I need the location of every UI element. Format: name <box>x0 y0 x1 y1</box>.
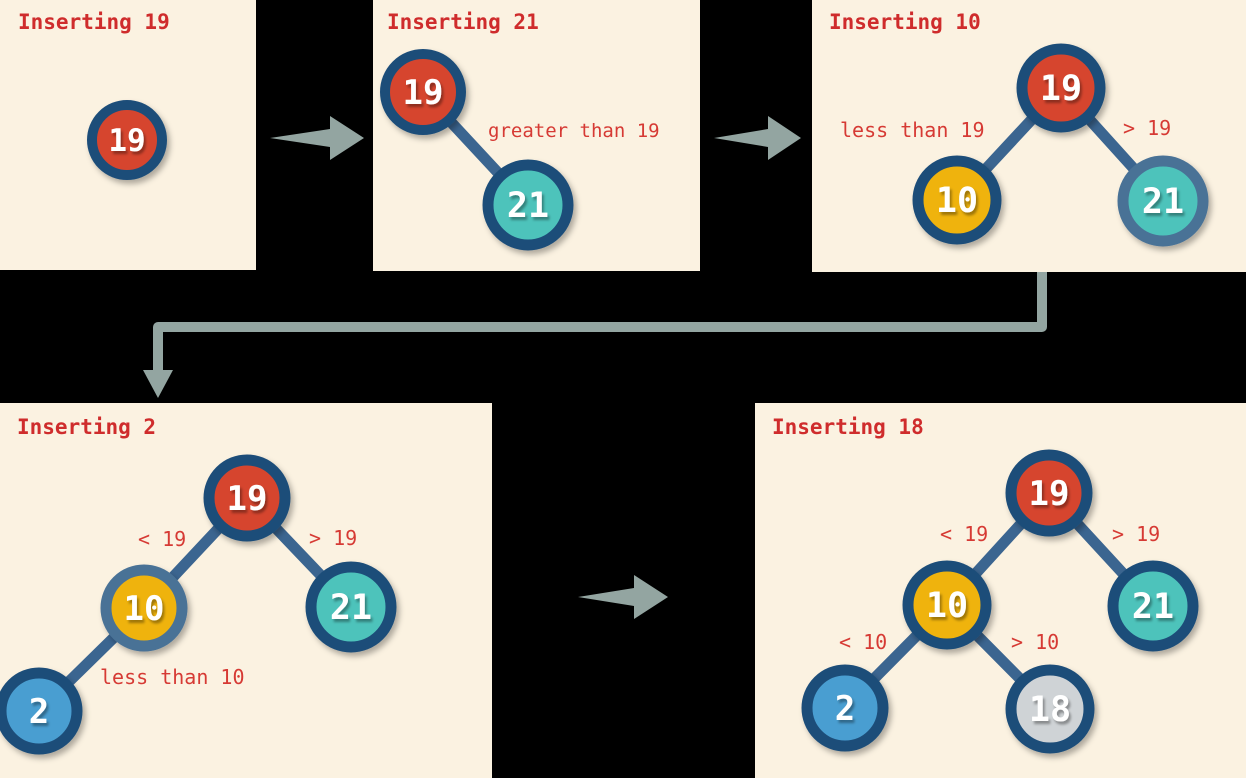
node-10 <box>902 560 992 650</box>
flow-arrow-right-icon <box>714 116 801 160</box>
flow-arrow-right-icon <box>270 116 364 160</box>
tree-graphic-2: 19 10 21 2 < 19 > 19 less than 10 <box>0 454 397 755</box>
node-21 <box>1117 155 1209 247</box>
node-19 <box>87 100 167 180</box>
edge-label-lt-10: < 10 <box>839 630 887 654</box>
panel-title: Inserting 21 <box>387 10 539 34</box>
panel-title: Inserting 2 <box>17 415 157 439</box>
edge-label-gt-19: > 19 <box>1112 522 1160 546</box>
node-label: 21 <box>507 186 549 226</box>
node-18 <box>1005 664 1095 754</box>
panel-title: Inserting 10 <box>829 10 981 34</box>
node-label: 21 <box>1142 182 1184 222</box>
node-19 <box>380 49 466 135</box>
panel-insert-19: Inserting 19 19 <box>0 0 256 270</box>
node-label: 21 <box>330 588 372 628</box>
node-19 <box>1016 43 1106 133</box>
node-label: 19 <box>1029 474 1070 514</box>
node-19 <box>203 454 291 542</box>
node-label: 19 <box>403 73 444 113</box>
node-label: 2 <box>835 689 855 729</box>
node-label: 19 <box>1040 69 1082 109</box>
node-label: 18 <box>1029 690 1071 730</box>
node-2 <box>801 664 889 752</box>
edge-label-gt-19: > 19 <box>309 526 357 550</box>
edge-label-less-than-19: less than 19 <box>840 118 985 142</box>
edge-label-lt-19: < 19 <box>940 522 988 546</box>
flow-connector-elbow-icon <box>143 272 1047 398</box>
edge-label-lt-19: < 19 <box>138 527 186 551</box>
node-2 <box>0 667 83 755</box>
panel-insert-21: Inserting 21 19 21 greater than 19 <box>373 0 700 271</box>
tree-graphic-18: 19 10 21 2 18 < 19 > 19 < 10 > 10 <box>801 449 1199 754</box>
node-21 <box>1107 560 1199 652</box>
node-21 <box>305 561 397 653</box>
tree-graphic-21: 19 21 greater than 19 <box>380 49 660 251</box>
node-label: 19 <box>227 479 268 519</box>
panel-insert-2: Inserting 2 19 10 <box>0 403 492 778</box>
flow-arrow-right-icon <box>578 575 668 619</box>
node-label: 2 <box>29 692 49 732</box>
node-label: 10 <box>926 586 968 626</box>
node-10 <box>912 155 1002 245</box>
edge-label-greater-than-19: greater than 19 <box>488 120 660 142</box>
panel-title: Inserting 18 <box>772 415 924 439</box>
node-21 <box>482 159 574 251</box>
tree-graphic-19: 19 <box>87 100 167 180</box>
node-label: 19 <box>108 123 145 159</box>
node-label: 10 <box>936 181 978 221</box>
node-label: 21 <box>1132 587 1174 627</box>
edge-label-gt-10: > 10 <box>1011 630 1059 654</box>
tree-graphic-10: 19 10 21 less than 19 > 19 <box>840 43 1209 247</box>
node-label: 10 <box>124 589 165 629</box>
edge-label-greater-19: > 19 <box>1123 116 1171 140</box>
node-10 <box>100 564 188 652</box>
edge-label-less-than-10: less than 10 <box>100 665 245 689</box>
panel-insert-18: Inserting 18 19 10 <box>755 403 1246 778</box>
panel-title: Inserting 19 <box>18 10 170 34</box>
panel-insert-10: Inserting 10 19 10 21 <box>812 0 1246 272</box>
node-19 <box>1005 449 1093 537</box>
